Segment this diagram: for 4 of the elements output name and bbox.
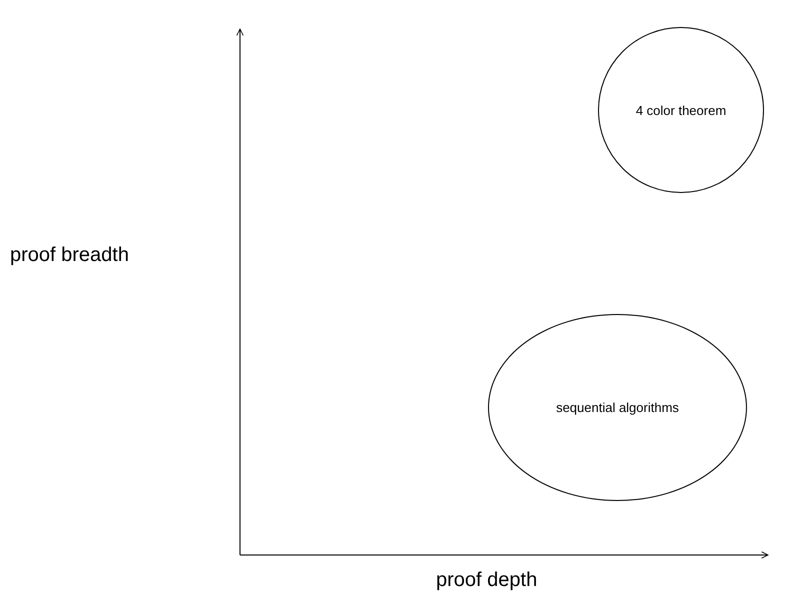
topic-ellipse: 4 color theorem	[598, 27, 764, 193]
x-axis-label: proof depth	[436, 569, 538, 592]
y-axis-label: proof breadth	[10, 244, 129, 267]
topic-ellipse: sequential algorithms	[488, 314, 747, 501]
